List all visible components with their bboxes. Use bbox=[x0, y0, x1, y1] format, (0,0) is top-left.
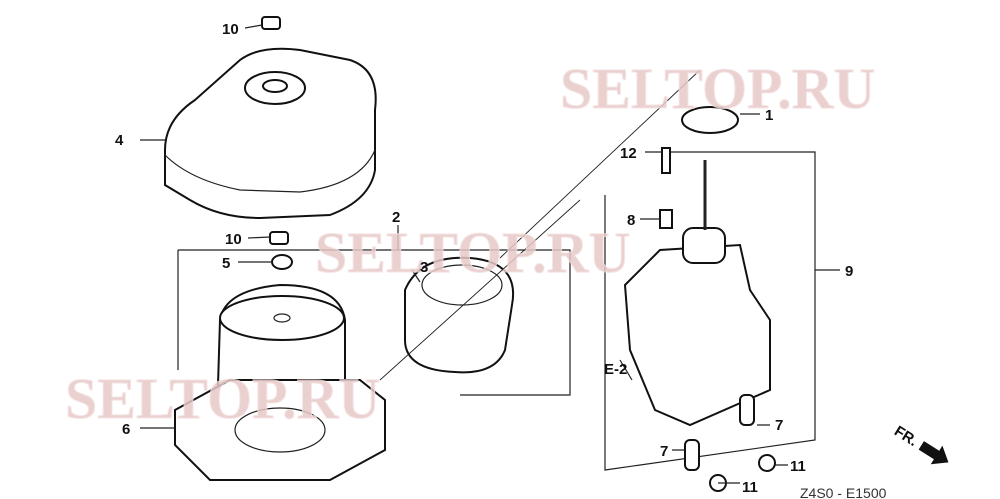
air-cleaner-base bbox=[174, 379, 386, 481]
callout-8: 8 bbox=[627, 212, 635, 229]
clip-top bbox=[261, 16, 281, 30]
watermark: SELTOP.RU bbox=[560, 56, 875, 121]
watermark: SELTOP.RU bbox=[315, 220, 630, 285]
seal-ring bbox=[681, 106, 739, 134]
clip-mid bbox=[269, 231, 289, 245]
callout-5: 5 bbox=[222, 255, 230, 272]
callout-1: 1 bbox=[765, 107, 773, 124]
collar-7a bbox=[684, 439, 700, 471]
watermark: SELTOP.RU bbox=[65, 366, 380, 431]
air-cleaner-cover bbox=[164, 47, 377, 220]
callout-e2: E-2 bbox=[604, 361, 627, 378]
callout-11: 11 bbox=[742, 479, 758, 496]
collar-7b bbox=[739, 394, 755, 426]
callout-7: 7 bbox=[660, 443, 668, 460]
foam-element bbox=[404, 256, 515, 374]
callout-10: 10 bbox=[225, 231, 242, 248]
callout-3: 3 bbox=[420, 259, 428, 276]
collar bbox=[659, 209, 673, 229]
callout-9: 9 bbox=[845, 263, 853, 280]
callout-10: 10 bbox=[222, 21, 239, 38]
direction-label: FR. bbox=[891, 423, 921, 450]
diagram-code: Z4S0 - E1500 bbox=[800, 485, 887, 499]
wing-nut bbox=[271, 254, 293, 270]
nut-11a bbox=[758, 454, 776, 472]
callout-11: 11 bbox=[790, 458, 806, 475]
air-cleaner-case bbox=[623, 160, 771, 427]
callout-6: 6 bbox=[122, 421, 130, 438]
callout-7: 7 bbox=[775, 417, 783, 434]
callout-2: 2 bbox=[392, 209, 400, 226]
callout-12: 12 bbox=[620, 145, 637, 162]
front-direction-arrow-icon: FR. bbox=[891, 423, 949, 465]
callout-4: 4 bbox=[115, 132, 124, 149]
bolt bbox=[661, 147, 671, 174]
